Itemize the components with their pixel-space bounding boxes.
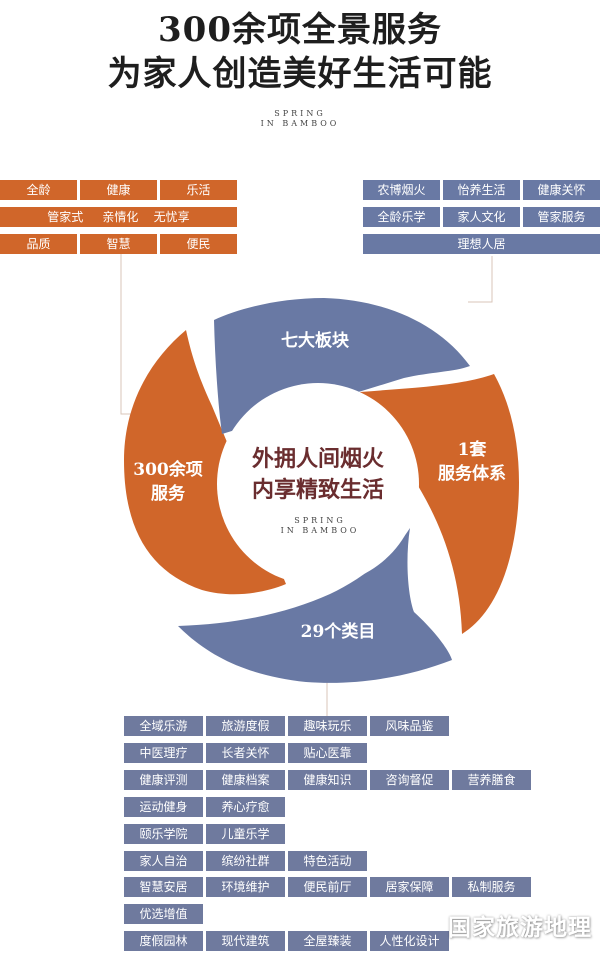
left-tag: 无忧享 bbox=[153, 210, 190, 224]
right-tag: 怡养生活 bbox=[443, 180, 520, 200]
category-tag: 便民前厅 bbox=[288, 877, 367, 897]
brand-line-2: IN BAMBOO bbox=[260, 119, 340, 128]
right-tag: 全龄乐学 bbox=[363, 207, 440, 227]
center-slogan: 外拥人间烟火 内享精致生活 bbox=[218, 444, 418, 506]
center-slogan-line-2: 内享精致生活 bbox=[251, 477, 384, 503]
left-tag: 管家式 bbox=[47, 210, 84, 224]
segment-label-right-line-1: 1套 bbox=[457, 440, 487, 460]
category-tag: 健康知识 bbox=[288, 770, 367, 790]
left-tag: 乐活 bbox=[160, 180, 237, 200]
connector-left bbox=[120, 254, 138, 415]
category-tag: 趣味玩乐 bbox=[288, 716, 367, 736]
center-brand-line-1: SPRING bbox=[294, 516, 346, 525]
category-tag: 儿童乐学 bbox=[206, 824, 285, 844]
left-tag-row-combined: 管家式 亲情化 无忧享 bbox=[0, 207, 237, 227]
category-tag: 咨询督促 bbox=[370, 770, 449, 790]
segment-label-left-line-2: 服务 bbox=[151, 484, 185, 504]
title-line-1: 300余项全景服务 bbox=[158, 10, 442, 50]
category-tag: 居家保障 bbox=[370, 877, 449, 897]
category-tag: 中医理疗 bbox=[124, 743, 203, 763]
left-tag: 全龄 bbox=[0, 180, 77, 200]
category-tag: 全屋臻装 bbox=[288, 931, 367, 951]
segment-label-left-line-1: 300余项 bbox=[133, 460, 203, 480]
left-tag: 健康 bbox=[80, 180, 157, 200]
center-circle bbox=[217, 383, 419, 585]
category-tag: 私制服务 bbox=[452, 877, 531, 897]
center-brand-logo: SPRING IN BAMBOO bbox=[270, 516, 370, 536]
brand-logo: SPRING IN BAMBOO bbox=[250, 109, 350, 129]
category-tag: 缤纷社群 bbox=[206, 851, 285, 871]
category-tag: 全域乐游 bbox=[124, 716, 203, 736]
center-slogan-line-1: 外拥人间烟火 bbox=[251, 446, 384, 472]
left-tag: 品质 bbox=[0, 234, 77, 254]
right-tag: 理想人居 bbox=[363, 234, 600, 254]
center-brand-line-2: IN BAMBOO bbox=[280, 526, 360, 535]
category-tag: 风味品鉴 bbox=[370, 716, 449, 736]
category-tag: 健康评测 bbox=[124, 770, 203, 790]
left-tag: 亲情化 bbox=[102, 210, 139, 224]
left-tag: 便民 bbox=[160, 234, 237, 254]
category-tag: 颐乐学院 bbox=[124, 824, 203, 844]
right-tag: 健康关怀 bbox=[523, 180, 600, 200]
category-tag: 人性化设计 bbox=[370, 931, 449, 951]
right-tag: 农博烟火 bbox=[363, 180, 440, 200]
category-tag: 家人自治 bbox=[124, 851, 203, 871]
right-tag: 管家服务 bbox=[523, 207, 600, 227]
segment-label-top: 七大板块 bbox=[281, 331, 349, 351]
category-tag: 环境维护 bbox=[206, 877, 285, 897]
category-tag: 养心疗愈 bbox=[206, 797, 285, 817]
segment-label-left: 300余项 服务 bbox=[113, 458, 223, 506]
category-tag: 旅游度假 bbox=[206, 716, 285, 736]
segment-bottom-29-categories bbox=[178, 528, 452, 683]
segment-label-right: 1套 服务体系 bbox=[412, 438, 532, 486]
category-tag: 度假园林 bbox=[124, 931, 203, 951]
right-tag: 家人文化 bbox=[443, 207, 520, 227]
title-line-2: 为家人创造美好生活可能 bbox=[107, 54, 493, 94]
category-tag: 智慧安居 bbox=[124, 877, 203, 897]
left-tag: 智慧 bbox=[80, 234, 157, 254]
category-tag: 长者关怀 bbox=[206, 743, 285, 763]
category-tag: 现代建筑 bbox=[206, 931, 285, 951]
category-tag: 优选增值 bbox=[124, 904, 203, 924]
category-tag: 营养膳食 bbox=[452, 770, 531, 790]
segment-label-bottom: 29个类目 bbox=[300, 622, 376, 642]
watermark: 国家旅游地理 bbox=[448, 914, 592, 941]
category-tag: 特色活动 bbox=[288, 851, 367, 871]
connector-right bbox=[468, 256, 493, 303]
category-tag: 健康档案 bbox=[206, 770, 285, 790]
brand-line-1: SPRING bbox=[274, 109, 326, 118]
category-tag: 贴心医靠 bbox=[288, 743, 367, 763]
segment-label-right-line-2: 服务体系 bbox=[438, 464, 506, 484]
category-tag: 运动健身 bbox=[124, 797, 203, 817]
